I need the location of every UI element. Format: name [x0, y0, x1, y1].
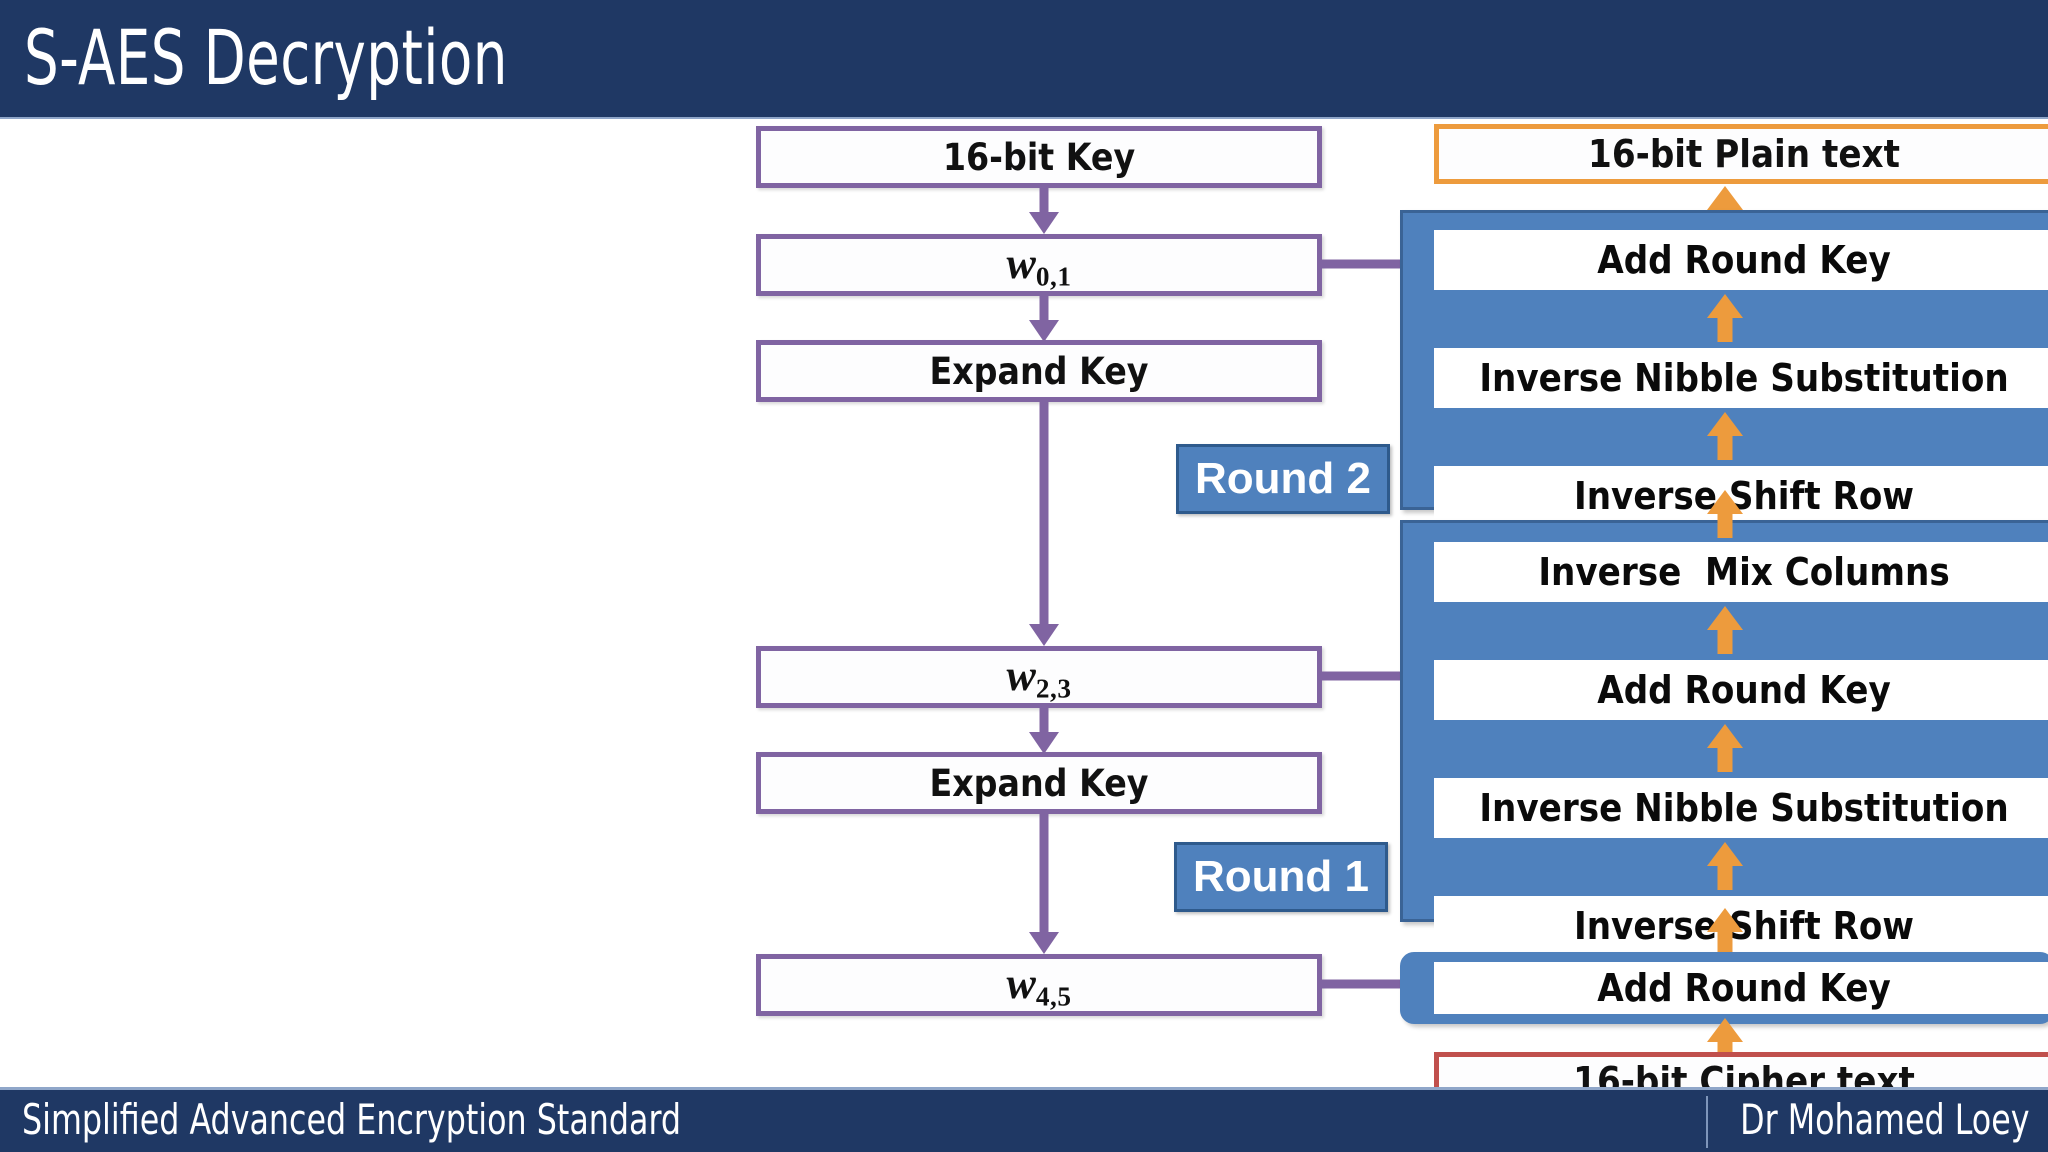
footer-subject: Simplified Advanced Encryption Standard [22, 1095, 682, 1144]
key-box-label: Expand Key [929, 761, 1149, 805]
plain-text-label: 16-bit Plain text [1588, 132, 1900, 176]
page-title: S-AES Decryption [24, 13, 508, 102]
key-box-w23: w2,3 [756, 646, 1322, 708]
final-step-add-round-key: Add Round Key [1434, 962, 2048, 1014]
key-box-16bit-key: 16-bit Key [756, 126, 1322, 188]
key-box-label: 16-bit Key [942, 135, 1136, 179]
arrow-round2-ins-to-ark [1707, 294, 1743, 342]
footer-divider [1706, 1096, 1708, 1148]
arrow-round1-imc-to-round2-isr [1707, 490, 1743, 538]
key-box-label: w2,3 [1006, 650, 1072, 704]
round2-step-inverse-nibble-substitution: Inverse Nibble Substitution [1434, 348, 2048, 408]
arrow-expand1-to-w23 [1029, 402, 1059, 646]
arrow-round1-isr-to-ins [1707, 842, 1743, 890]
round1-tag: Round 1 [1174, 842, 1388, 912]
plain-text-box: 16-bit Plain text [1434, 124, 2048, 184]
key-box-expand-key-1: Expand Key [756, 340, 1322, 402]
key-box-w45: w4,5 [756, 954, 1322, 1016]
key-box-label: Expand Key [929, 349, 1149, 393]
arrow-expand2-to-w45 [1029, 814, 1059, 954]
round1-step-inverse-shift-row: Inverse Shift Row [1434, 896, 2048, 956]
slide-footer-bar: Simplified Advanced Encryption Standard … [0, 1087, 2048, 1152]
step-label: Inverse Nibble Substitution [1479, 786, 2009, 830]
arrow-round1-ark-to-imc [1707, 606, 1743, 654]
arrow-round1-ins-to-ark [1707, 724, 1743, 772]
footer-author: Dr Mohamed Loey [1740, 1095, 2030, 1144]
arrow-ciphertext-to-final-ark [1707, 1018, 1743, 1060]
step-label: Add Round Key [1597, 966, 1891, 1010]
round2-tag-label: Round 2 [1195, 454, 1371, 503]
round2-step-add-round-key: Add Round Key [1434, 230, 2048, 290]
step-label: Inverse Shift Row [1573, 474, 1914, 518]
round1-step-add-round-key: Add Round Key [1434, 660, 2048, 720]
round1-step-inverse-mix-columns: Inverse Mix Columns [1434, 542, 2048, 602]
arrow-w01-to-expand1 [1029, 296, 1059, 342]
round2-tag: Round 2 [1176, 444, 1390, 514]
key-box-label: w4,5 [1006, 958, 1072, 1012]
step-label: Add Round Key [1597, 238, 1891, 282]
slide-title-bar: S-AES Decryption [0, 0, 2048, 117]
arrow-round2-isr-to-ins [1707, 412, 1743, 460]
key-box-label: w0,1 [1006, 238, 1072, 292]
step-label: Inverse Nibble Substitution [1479, 356, 2009, 400]
step-label: Inverse Shift Row [1573, 904, 1914, 948]
arrow-w23-to-expand2 [1029, 708, 1059, 754]
round1-step-inverse-nibble-substitution: Inverse Nibble Substitution [1434, 778, 2048, 838]
key-box-w01: w0,1 [756, 234, 1322, 296]
arrow-key-to-w01 [1029, 188, 1059, 234]
key-box-expand-key-2: Expand Key [756, 752, 1322, 814]
step-label: Inverse Mix Columns [1538, 550, 1950, 594]
arrow-final-ark-to-round1 [1707, 908, 1743, 956]
round1-tag-label: Round 1 [1193, 852, 1369, 901]
step-label: Add Round Key [1597, 668, 1891, 712]
